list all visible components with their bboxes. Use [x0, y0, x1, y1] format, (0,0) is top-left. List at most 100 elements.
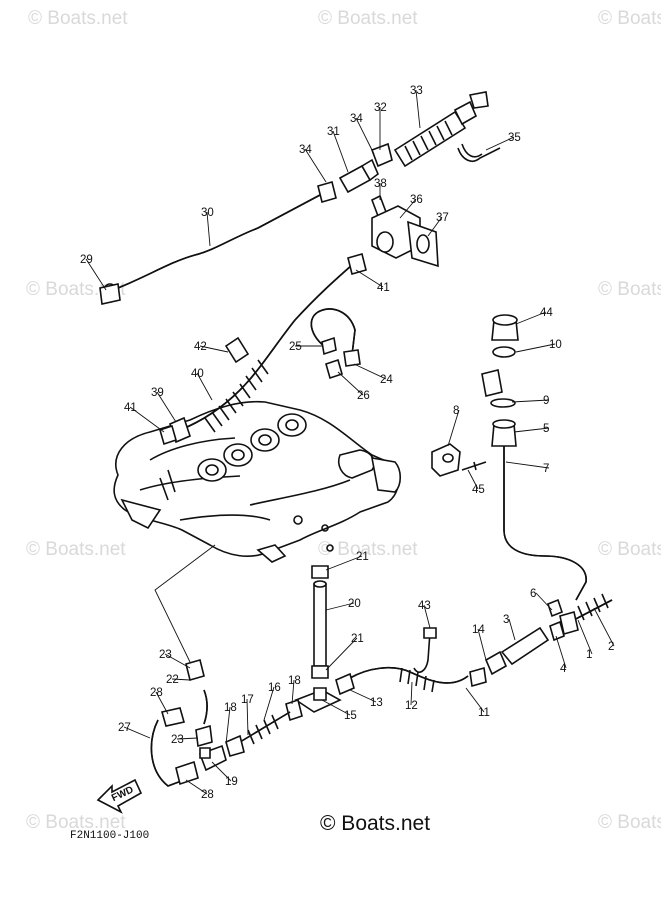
callout-18: 18 — [224, 702, 237, 714]
leader-line — [427, 216, 443, 237]
callout-8: 8 — [453, 405, 459, 417]
leader-line — [176, 737, 199, 740]
callout-5: 5 — [543, 423, 549, 435]
lower-left-assembly — [150, 659, 342, 787]
leader-line — [129, 406, 165, 433]
callout-14: 14 — [472, 624, 485, 636]
callout-43: 43 — [418, 600, 431, 612]
leader-line — [515, 311, 547, 325]
callout-13: 13 — [370, 697, 383, 709]
watermark-layer: © Boats.net © Boats.net © Boats.net © Boats… — [26, 8, 661, 833]
callout-30: 30 — [201, 207, 214, 219]
leader-line — [508, 618, 516, 641]
hook-43 — [413, 627, 437, 673]
callout-17: 17 — [241, 694, 254, 706]
callout-25: 25 — [289, 341, 302, 353]
leader-line — [447, 409, 460, 447]
callout-22: 22 — [166, 674, 179, 686]
callout-15: 15 — [344, 710, 357, 722]
callout-40: 40 — [191, 368, 204, 380]
callout-9: 9 — [543, 395, 549, 407]
callout-1: 1 — [586, 649, 592, 661]
leader-line — [355, 117, 375, 155]
callout-29: 29 — [80, 254, 93, 266]
figure-code: F2N1100-J100 — [70, 830, 149, 842]
leader-line — [325, 602, 355, 611]
exhaust-manifold — [113, 400, 402, 563]
callout-38: 38 — [374, 178, 387, 190]
leader-line — [199, 345, 229, 353]
hose-7-assembly — [481, 314, 587, 601]
callout-12: 12 — [405, 700, 418, 712]
tube-assembly-top — [338, 91, 501, 194]
callout-20: 20 — [348, 598, 361, 610]
leader-line — [211, 761, 232, 782]
fwd-arrow-icon: FWD — [96, 778, 143, 814]
callout-27: 27 — [118, 722, 131, 734]
leader-line — [353, 363, 387, 380]
callout-34: 34 — [350, 113, 363, 125]
watermark-text: © Boats.net — [318, 539, 418, 560]
leader-line — [485, 136, 515, 151]
callout-24: 24 — [380, 374, 393, 386]
callout-numbers: 1234567891011121314151617181819202121222… — [80, 85, 614, 801]
leader-line — [85, 258, 107, 291]
callout-21: 21 — [351, 633, 364, 645]
leader-line — [467, 469, 479, 490]
callout-11: 11 — [478, 707, 490, 719]
callout-18: 18 — [288, 675, 301, 687]
callout-45: 45 — [472, 484, 485, 496]
callout-6: 6 — [530, 588, 536, 600]
watermark-text: © Boats.net — [598, 8, 661, 29]
hose-40 — [159, 253, 367, 446]
callout-42: 42 — [194, 341, 207, 353]
leader-line — [423, 604, 431, 629]
callout-33: 33 — [410, 85, 423, 97]
leader-line — [325, 555, 363, 571]
leader-line — [515, 343, 556, 353]
leader-line — [246, 698, 249, 736]
callout-44: 44 — [540, 307, 553, 319]
callout-28: 28 — [150, 687, 163, 699]
bracket-8 — [431, 443, 487, 477]
leader-line — [593, 607, 615, 647]
callout-16: 16 — [268, 682, 281, 694]
callout-23: 23 — [159, 649, 172, 661]
hose-20 — [311, 565, 329, 679]
callout-26: 26 — [357, 390, 370, 402]
lower-right-hoses — [335, 593, 613, 696]
callout-32: 32 — [374, 102, 387, 114]
leader-line — [577, 619, 593, 655]
callout-31: 31 — [327, 126, 340, 138]
leader-line — [555, 635, 567, 669]
callout-35: 35 — [508, 132, 521, 144]
watermark-text: © Boats.net — [598, 279, 661, 300]
callout-10: 10 — [549, 339, 562, 351]
watermark-text: © Boats.net — [26, 812, 126, 833]
hose-30 — [99, 181, 337, 305]
leader-line — [399, 198, 417, 219]
leader-line — [337, 371, 364, 396]
leader-line — [349, 689, 377, 703]
callout-19: 19 — [225, 776, 238, 788]
leader-line — [196, 372, 213, 401]
watermark-text: © Boats.net — [26, 539, 126, 560]
leader-line — [535, 592, 553, 611]
callout-21: 21 — [356, 551, 369, 563]
leader-line — [511, 399, 550, 403]
callout-41: 41 — [124, 402, 137, 414]
leader-line — [505, 461, 550, 469]
leader-line — [325, 637, 358, 671]
leader-line — [123, 726, 151, 739]
leader-line — [164, 653, 191, 669]
callout-2: 2 — [608, 641, 614, 653]
callout-23: 23 — [171, 734, 184, 746]
leader-line — [156, 391, 177, 423]
callout-4: 4 — [560, 663, 567, 675]
callout-39: 39 — [151, 387, 164, 399]
leader-line — [355, 269, 384, 288]
leader-line — [477, 628, 487, 661]
hose-24-assembly — [310, 308, 361, 380]
leader-line — [410, 681, 413, 706]
